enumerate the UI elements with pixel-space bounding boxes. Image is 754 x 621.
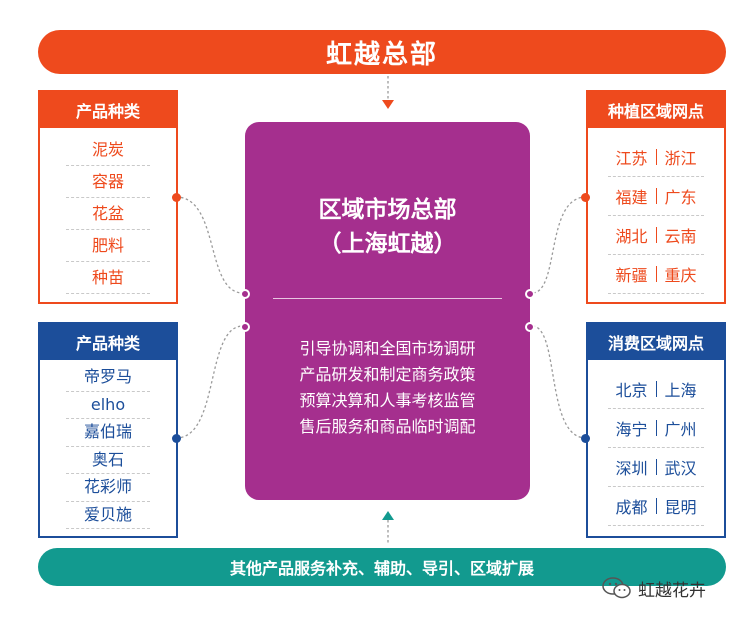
watermark-text: 虹越花卉 <box>638 580 706 601</box>
list-item: 花彩师 <box>66 474 150 502</box>
connector-dot <box>240 322 250 332</box>
list-item: 帝罗马 <box>66 364 150 392</box>
separator <box>655 266 657 282</box>
extension-banner: 其他产品服务补充、辅助、导引、区域扩展 <box>38 548 726 586</box>
list-item: 北京 上海 <box>608 370 704 409</box>
list-item: 江苏 浙江 <box>608 138 704 177</box>
headquarters-banner: 虹越总部 <box>38 30 726 74</box>
region-name: 福建 <box>615 188 648 207</box>
list-item: 肥料 <box>66 230 150 262</box>
planting-network-title: 种植区域网点 <box>588 92 724 128</box>
product-category-box-1: 产品种类 泥炭 容器 花盆 肥料 种苗 <box>38 90 178 304</box>
planting-network-list: 江苏 浙江 福建 广东 湖北 云南 新疆 重庆 <box>588 128 724 294</box>
connector-dot <box>240 289 250 299</box>
list-item: 福建 广东 <box>608 177 704 216</box>
connector-dot <box>525 289 535 299</box>
list-item: 泥炭 <box>66 134 150 166</box>
product-list-1: 泥炭 容器 花盆 肥料 种苗 <box>40 128 176 294</box>
connector-dot <box>525 322 535 332</box>
product-list-2: 帝罗马 elho 嘉伯瑞 奥石 花彩师 爱贝施 <box>40 360 176 529</box>
responsibility-item: 售后服务和商品临时调配 <box>299 417 476 436</box>
region-name: 湖北 <box>615 227 648 246</box>
city-name: 昆明 <box>664 498 697 517</box>
list-item: 成都 昆明 <box>608 487 704 526</box>
city-name: 海宁 <box>615 420 648 439</box>
responsibility-item: 引导协调和全国市场调研 <box>299 339 476 358</box>
regional-hq-box: 区域市场总部 （上海虹越） 引导协调和全国市场调研 产品研发和制定商务政策 预算… <box>245 122 530 500</box>
responsibility-list: 引导协调和全国市场调研 产品研发和制定商务政策 预算决算和人事考核监管 售后服务… <box>245 336 530 440</box>
regional-hq-title: 区域市场总部 <box>318 197 457 223</box>
connector-dot <box>581 434 590 443</box>
region-name: 广东 <box>664 188 697 207</box>
divider <box>273 298 502 299</box>
consumer-network-list: 北京 上海 海宁 广州 深圳 武汉 成都 昆明 <box>588 360 724 526</box>
list-item: 新疆 重庆 <box>608 255 704 294</box>
separator <box>655 498 657 514</box>
list-item: 嘉伯瑞 <box>66 419 150 447</box>
connector-dot <box>172 193 181 202</box>
product-category-box-2: 产品种类 帝罗马 elho 嘉伯瑞 奥石 花彩师 爱贝施 <box>38 322 178 538</box>
consumer-network-box: 消费区域网点 北京 上海 海宁 广州 深圳 武汉 成都 昆明 <box>586 322 726 538</box>
list-item: 深圳 武汉 <box>608 448 704 487</box>
separator <box>655 381 657 397</box>
arrow-down-icon <box>382 100 394 109</box>
separator <box>655 227 657 243</box>
separator <box>655 459 657 475</box>
separator <box>655 420 657 436</box>
list-item: 湖北 云南 <box>608 216 704 255</box>
region-name: 重庆 <box>664 266 697 285</box>
list-item: 奥石 <box>66 447 150 474</box>
responsibility-item: 产品研发和制定商务政策 <box>299 365 476 384</box>
product-category-title-2: 产品种类 <box>40 324 176 360</box>
arrow-up-icon <box>382 511 394 520</box>
city-name: 北京 <box>615 381 648 400</box>
product-category-title-1: 产品种类 <box>40 92 176 128</box>
region-name: 浙江 <box>664 149 697 168</box>
region-name: 新疆 <box>615 266 648 285</box>
wechat-watermark: 虹越花卉 <box>602 574 706 602</box>
list-item: 容器 <box>66 166 150 198</box>
region-name: 云南 <box>664 227 697 246</box>
planting-network-box: 种植区域网点 江苏 浙江 福建 广东 湖北 云南 新疆 重庆 <box>586 90 726 304</box>
separator <box>655 188 657 204</box>
city-name: 深圳 <box>615 459 648 478</box>
list-item: 种苗 <box>66 262 150 294</box>
separator <box>655 149 657 165</box>
regional-hq-subtitle: （上海虹越） <box>318 231 457 257</box>
responsibility-item: 预算决算和人事考核监管 <box>299 391 476 410</box>
list-item: elho <box>66 392 150 419</box>
city-name: 成都 <box>615 498 648 517</box>
list-item: 爱贝施 <box>66 502 150 529</box>
region-name: 江苏 <box>615 149 648 168</box>
list-item: 海宁 广州 <box>608 409 704 448</box>
city-name: 广州 <box>664 420 697 439</box>
list-item: 花盆 <box>66 198 150 230</box>
city-name: 武汉 <box>664 459 697 478</box>
city-name: 上海 <box>664 381 697 400</box>
connector-dot <box>581 193 590 202</box>
connector-dot <box>172 434 181 443</box>
consumer-network-title: 消费区域网点 <box>588 324 724 360</box>
wechat-icon <box>602 577 631 599</box>
